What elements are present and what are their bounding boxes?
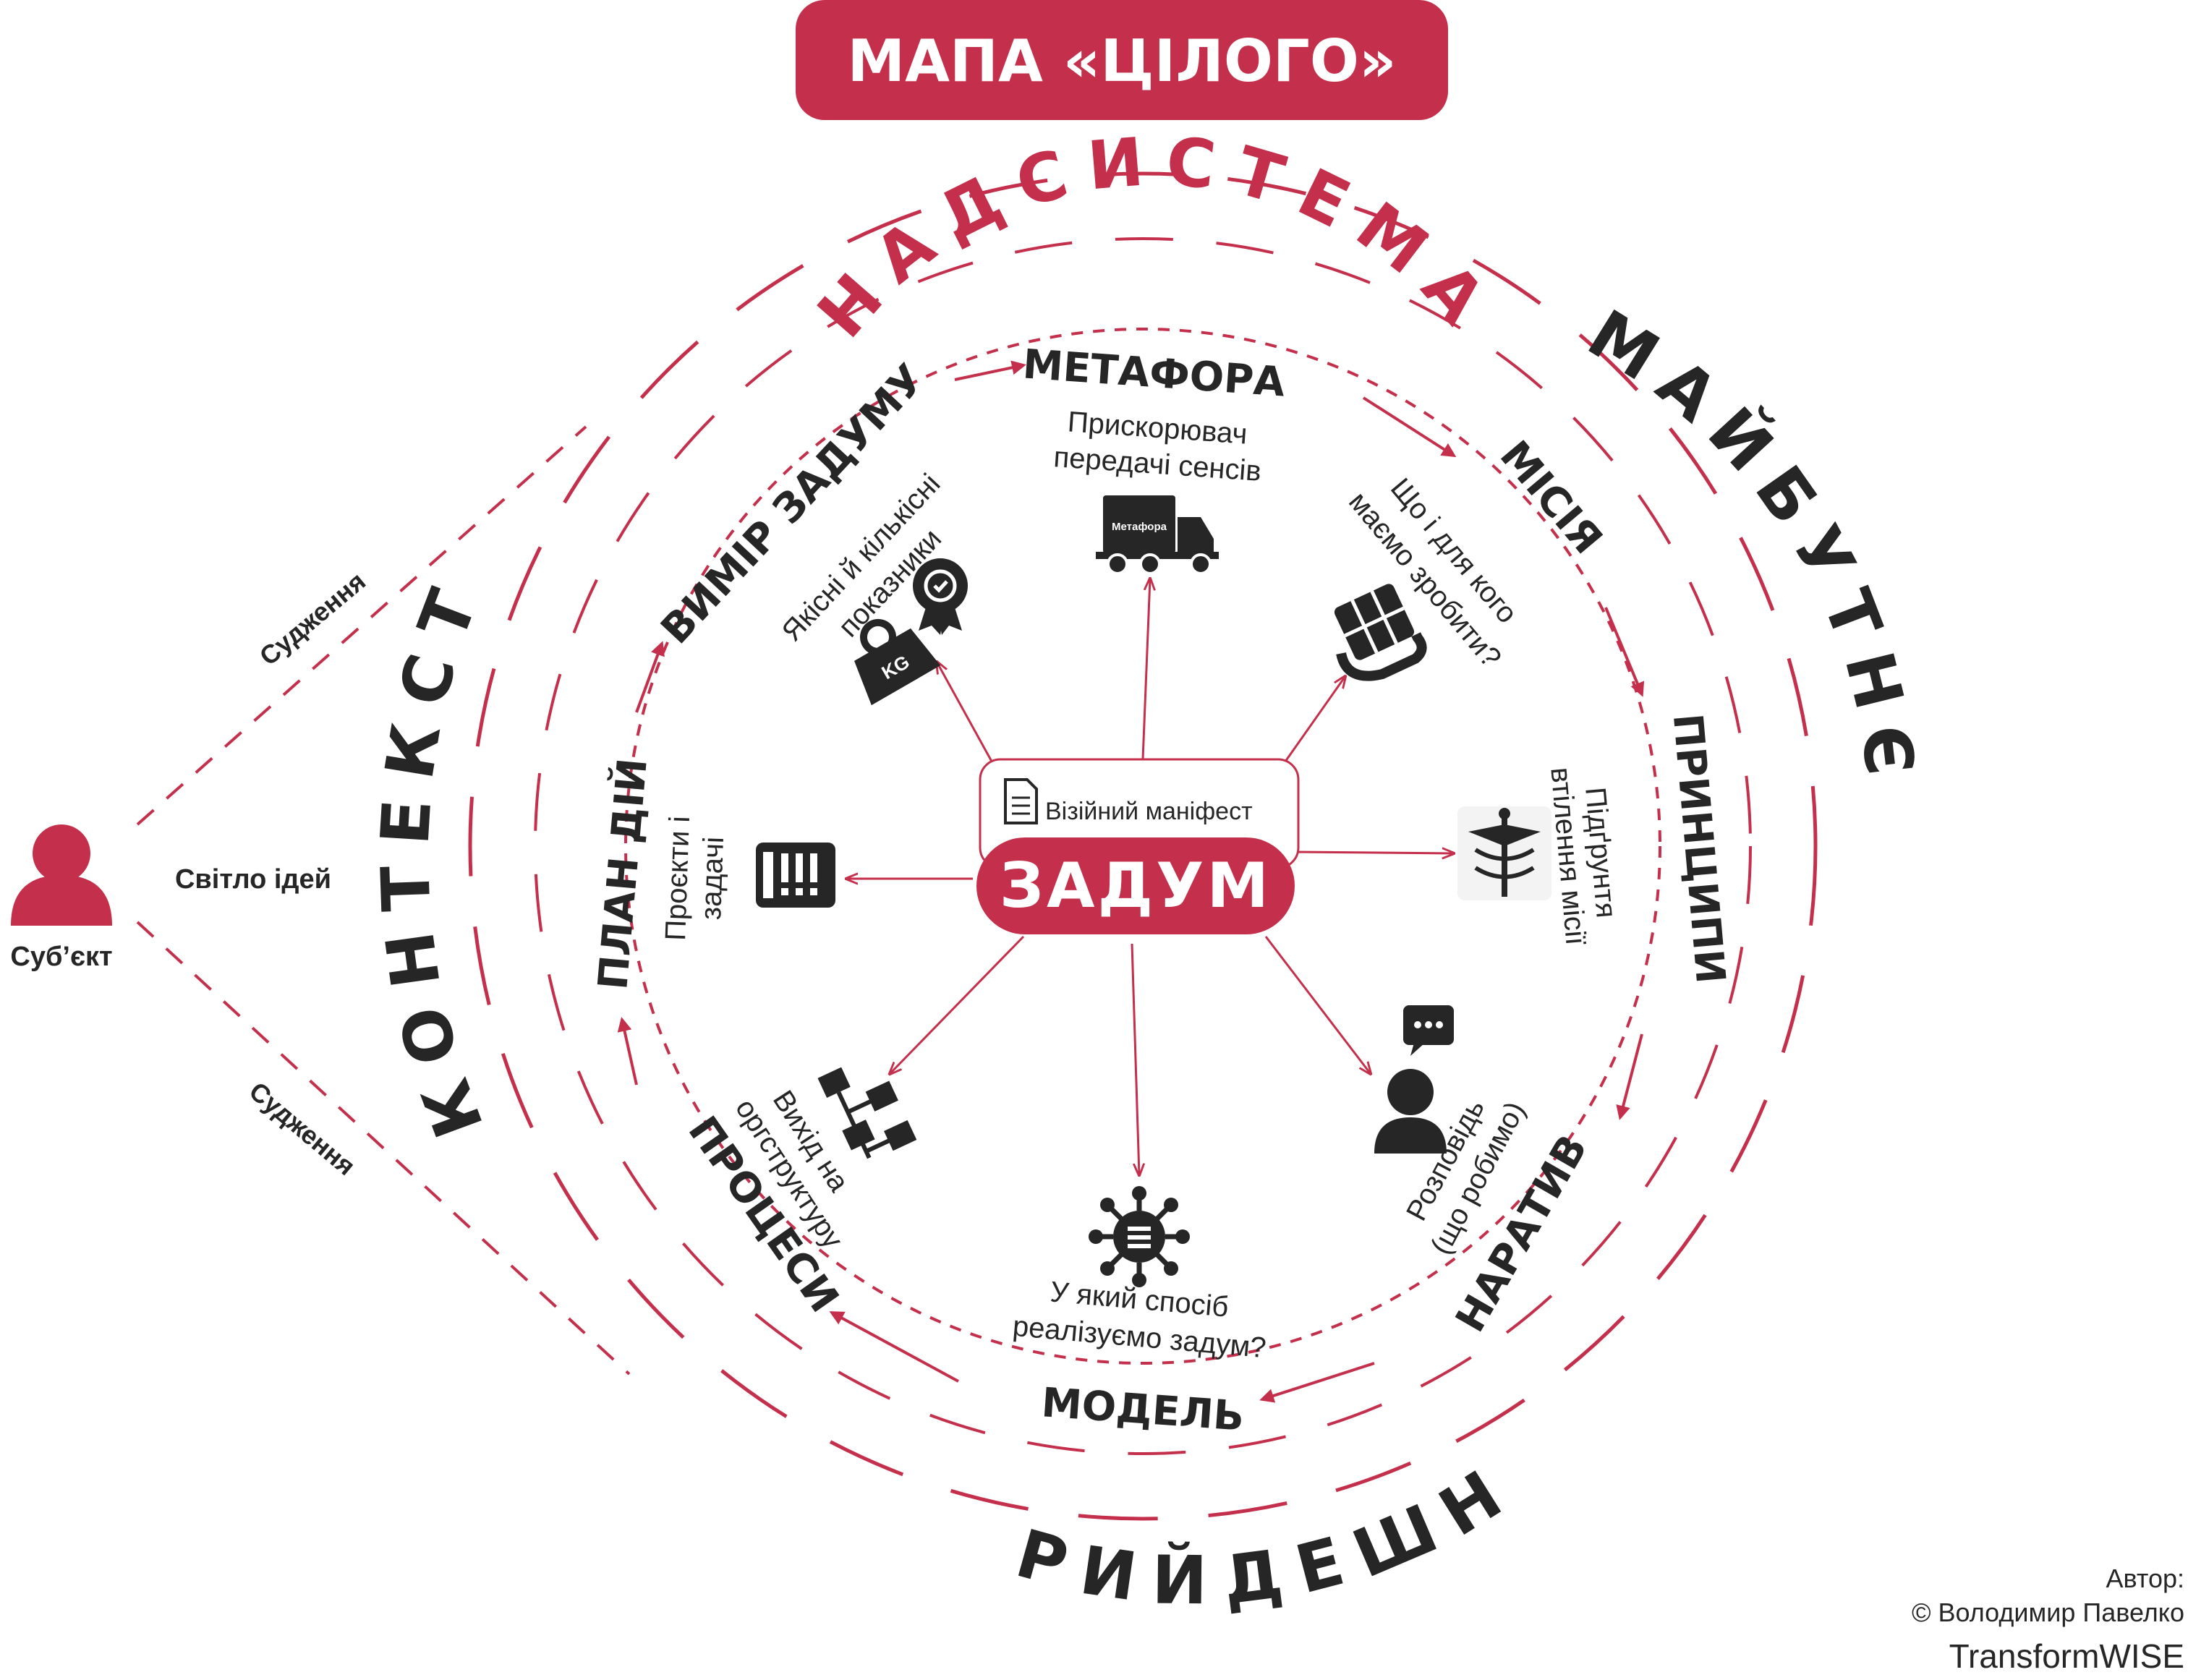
node-title-naratyv: НАРАТИВ [1447, 1127, 1596, 1340]
node-desc-plan-2: задачі [695, 836, 730, 920]
zadum-label: ЗАДУМ [1000, 850, 1272, 922]
ray-upper-label: Судження [254, 566, 371, 672]
ring-label-nadsystema: НАДСИСТЕМА [803, 121, 1512, 352]
author-block: Автор: © Володимир Павелко TransformWISE [1912, 1564, 2184, 1675]
author-brand: TransformWISE [1949, 1637, 2184, 1675]
cycle-arrows [617, 360, 1645, 1403]
title-pill [796, 0, 1448, 120]
manifesto-label: Візійний маніфест [1045, 798, 1253, 825]
arrow-to-plan [617, 1017, 638, 1086]
arrow-to-misiya [1362, 396, 1457, 458]
spoke-naratyv [1264, 936, 1371, 1074]
node-title-model: МОДЕЛЬ [1040, 1379, 1246, 1440]
author-label: Автор: [2106, 1564, 2184, 1593]
node-pryntsypy: ПРИНЦИПИ Підґрунтя втілення місії [1457, 712, 1734, 986]
network-hub-icon [1089, 1186, 1190, 1287]
node-metaphora: МЕТАФОРА Прискорювач передачі сенсів Мет… [1021, 341, 1287, 575]
caduceus-icon [1457, 806, 1551, 900]
center-zadum: Візійний маніфест ЗАДУМ [976, 758, 1300, 934]
ring-label-pryideshnie: ПРИЙДЕШНЄ [0, 0, 1512, 1620]
speaker-chat-icon [1374, 1005, 1454, 1154]
org-chart-icon [817, 1067, 917, 1159]
arrow-to-metaphora [954, 360, 1026, 381]
truck-icon: Метафора [1096, 495, 1219, 575]
subject-label: Суб’єкт [10, 942, 112, 972]
node-vymir: ВИМІР ЗАДУМУ Якісні й кількісні показник… [652, 356, 968, 706]
spoke-pryntsypy [1294, 852, 1454, 853]
ray-upper [136, 425, 587, 826]
node-desc-model-2: реалізуємо задум? [1011, 1310, 1267, 1364]
spoke-vymir [937, 662, 996, 767]
node-title-pryntsypy: ПРИНЦИПИ [1664, 712, 1734, 985]
subject-group: Суб’єкт Світло ідей Судження Судження [10, 425, 631, 1376]
node-naratyv: НАРАТИВ Розповідь (що робимо) [1374, 1005, 1597, 1340]
page-title: МАПА «ЦІЛОГО» [847, 27, 1396, 95]
weight-badge-icon: KG [854, 558, 968, 706]
spoke-model [1131, 943, 1139, 1175]
author-name: © Володимир Павелко [1912, 1598, 2184, 1627]
arrow-to-vymir [635, 641, 665, 713]
node-title-plan: ПЛАН ДІЙ [589, 756, 657, 992]
subject-body-icon [11, 875, 112, 926]
node-desc-plan-1: Проєкти і [660, 816, 696, 942]
node-title-metaphora: МЕТАФОРА [1021, 341, 1287, 406]
spoke-misiya [1275, 676, 1345, 775]
spokes [846, 579, 1454, 1175]
process-cycle-ring [624, 328, 1661, 1365]
task-board-icon [756, 843, 835, 908]
hands-box-icon [1334, 584, 1427, 681]
ray-center-label: Світло ідей [175, 864, 331, 895]
arrow-to-pryntsypy [1604, 607, 1645, 697]
node-plan: ПЛАН ДІЙ Проєкти і задачі [589, 756, 835, 992]
outer-dashed-ring [468, 171, 1818, 1521]
zadum-pill [976, 837, 1295, 934]
ring-label-kontekst: КОНТЕКСТ [366, 563, 498, 1148]
ring-label-maibutnie: МАЙБУТНЄ [1575, 295, 1930, 795]
subject-head [33, 824, 90, 882]
outer-ring [468, 171, 1818, 1521]
title-banner: МАПА «ЦІЛОГО» [796, 0, 1448, 120]
arrow-to-protsesy [829, 1311, 959, 1383]
node-misiya: МІСІЯ Що і для кого маємо зробити? [1334, 432, 1612, 681]
arrow-to-naratyv [1616, 1033, 1643, 1120]
node-model: МОДЕЛЬ У який спосіб реалізуємо задум? [1011, 1186, 1267, 1441]
ray-lower [136, 921, 631, 1376]
spoke-metaphora [1141, 579, 1150, 760]
document-icon [1004, 778, 1038, 824]
spoke-protsesy [890, 935, 1025, 1074]
node-title-misiya: МІСІЯ [1491, 432, 1612, 563]
context-ring [534, 237, 1752, 1455]
arrow-to-model [1259, 1362, 1375, 1403]
truck-icon-text: Метафора [1112, 521, 1167, 533]
node-protsesy: ПРОЦЕСИ Вихід на оргструктуру [679, 1067, 917, 1321]
ray-lower-label: Судження [244, 1076, 361, 1182]
